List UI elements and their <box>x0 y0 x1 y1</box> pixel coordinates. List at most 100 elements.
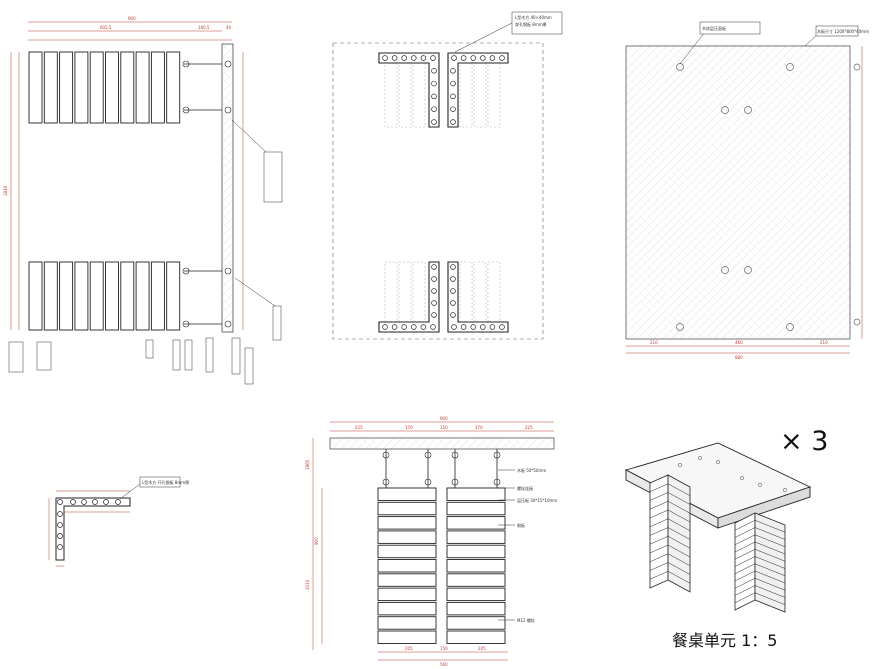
slat <box>446 516 506 530</box>
slat <box>166 51 181 124</box>
bolt-hole <box>411 324 417 330</box>
front-elevation-drawing: 900 225 170 150 170 225 1860 900 1010 20… <box>305 416 557 667</box>
slat <box>150 261 165 331</box>
note-box-4 <box>172 339 181 371</box>
dim-900: 900 <box>128 16 136 21</box>
slat-line <box>734 527 756 538</box>
elev-dim-170b: 170 <box>475 425 483 430</box>
dim-1840: 1840 <box>3 185 8 196</box>
slat <box>120 261 135 331</box>
slat-line <box>649 553 669 562</box>
slat <box>28 261 43 331</box>
bolt-hole <box>450 106 456 112</box>
slat-line <box>649 571 669 580</box>
slat <box>105 261 119 331</box>
slat-line <box>649 562 669 571</box>
bolt-hole <box>480 55 486 61</box>
slat-line <box>754 520 786 533</box>
plan-note-box <box>511 11 563 35</box>
slat-line <box>754 527 786 540</box>
bolt-hole <box>430 55 436 61</box>
note-box-3 <box>145 339 154 359</box>
slat-line <box>754 549 786 562</box>
slat <box>377 544 437 559</box>
slat <box>150 51 165 124</box>
slat-ghost <box>412 261 426 323</box>
note-box-5 <box>184 339 193 371</box>
slat-line <box>649 509 669 519</box>
slat-line <box>754 563 786 576</box>
slat-line <box>734 592 756 603</box>
slat <box>28 51 43 124</box>
slat <box>135 261 150 331</box>
slat-ghost <box>384 261 398 323</box>
slat-line <box>649 518 669 527</box>
elev-dim-1860: 1860 <box>305 459 310 470</box>
slat-line <box>667 483 691 496</box>
bolt-hole <box>430 324 436 330</box>
slat-line <box>667 562 691 575</box>
bolt-hole <box>382 324 388 330</box>
tabletop-note-b: 木板尺寸 1200*800*40mm <box>817 28 869 34</box>
l-bracket <box>447 52 509 128</box>
slat <box>377 630 437 644</box>
slat-ghost <box>412 62 426 128</box>
lower-slat-group <box>28 261 181 331</box>
elev-dim-205a: 205 <box>405 646 413 651</box>
slat-line <box>734 585 756 596</box>
slat-line <box>667 536 691 549</box>
slat <box>446 601 506 616</box>
slat <box>446 573 506 587</box>
tabletop-panel <box>625 45 851 340</box>
slat-line <box>649 492 669 501</box>
dim-180: 180.5 <box>198 25 210 30</box>
plan-note-a: L型木方 40×40mm <box>515 14 552 20</box>
slat-line <box>667 518 691 531</box>
upper-slat-group <box>28 51 181 124</box>
slat-ghost <box>459 62 473 128</box>
elev-dim-1010: 1010 <box>305 579 310 590</box>
bolt-hole <box>382 55 388 61</box>
elev-note-5: M12 螺栓 <box>517 617 535 623</box>
slat-ghost <box>473 62 487 128</box>
tabletop-note-box-a <box>699 21 761 35</box>
bolt-hole <box>451 324 457 330</box>
l-bracket <box>378 261 440 333</box>
slat <box>43 261 58 331</box>
bracket-note: L型木方 开孔钢板 8mm厚 <box>142 479 189 485</box>
tt-dim-460: 460 <box>735 340 743 345</box>
elev-dim-900: 900 <box>440 416 448 421</box>
elevation-tabletop-section <box>329 437 555 450</box>
bolt-hole <box>401 55 407 61</box>
bolt-hole <box>450 312 456 318</box>
slat <box>89 261 104 331</box>
bolt-hole <box>450 264 456 270</box>
tt-dim-210b: 210 <box>820 340 828 345</box>
slat-line <box>667 492 691 505</box>
slat <box>446 544 506 559</box>
slat <box>446 501 506 516</box>
slat-line <box>734 549 756 560</box>
slat <box>377 601 437 616</box>
bolt-hole <box>450 288 456 294</box>
slat-line <box>754 578 786 591</box>
bolt-hole <box>431 312 437 318</box>
bolt-hole <box>470 324 476 330</box>
tabletop-note-a: 木纹层压面板 <box>702 25 726 31</box>
slat-line <box>667 553 691 566</box>
slat-line <box>734 534 756 545</box>
slat <box>377 487 437 501</box>
slat-line <box>649 527 669 536</box>
elev-note-4: 钢板 <box>517 522 525 528</box>
slat <box>74 51 89 124</box>
elev-note-2: 螺栓连接 <box>517 485 533 491</box>
slat <box>120 51 135 124</box>
drawing-caption: 餐桌单元 1：5 <box>672 631 777 650</box>
tabletop-edge-section <box>221 43 234 333</box>
bolt-hole <box>480 324 486 330</box>
elev-note-3: 层压板 30*15*10mm <box>517 497 557 503</box>
bolt-hole <box>450 119 456 125</box>
l-bracket <box>447 261 509 333</box>
bolt-hole <box>450 276 456 282</box>
slat-line <box>754 556 786 569</box>
